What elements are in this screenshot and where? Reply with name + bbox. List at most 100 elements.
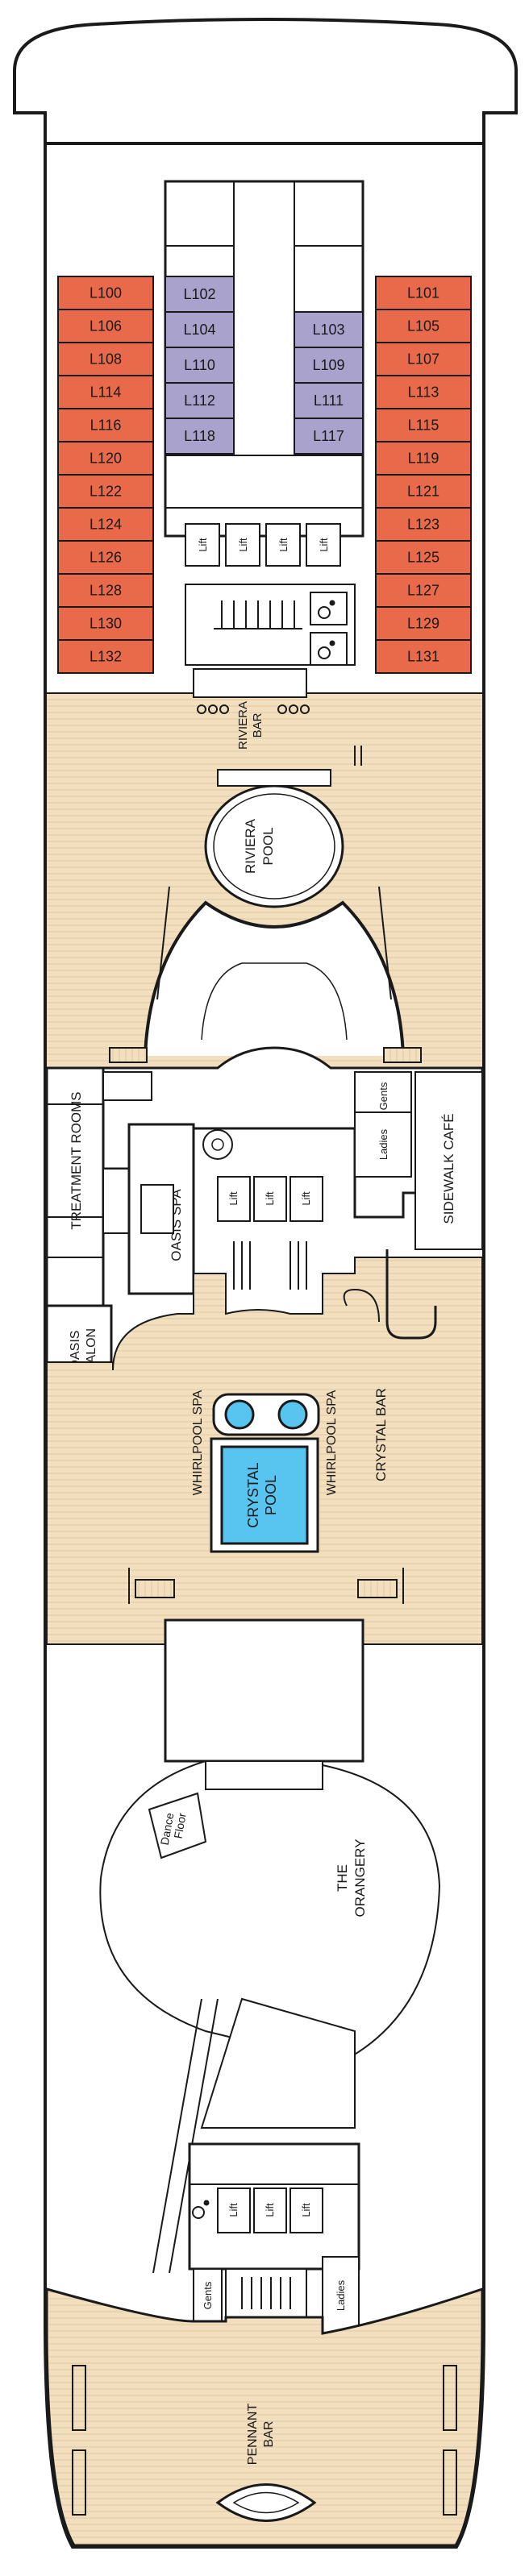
cabin-l100[interactable] [57,276,154,310]
whirlpool-spa-port[interactable] [224,1399,255,1430]
cabin-number: L105 [407,318,439,334]
riviera-bar-label-2: BAR [251,713,264,737]
orangery-label-2: ORANGERY [352,1839,368,1917]
whirlpool-spa-label-port: WHIRLPOOL SPA [191,1390,205,1495]
cabin-number: L119 [408,451,439,467]
lift-label: Lift [300,1191,312,1206]
cabin-number: L123 [407,517,439,533]
cabin-number: L127 [407,583,439,599]
funnel-casing [164,1618,364,1763]
treatment-rooms-label: TREATMENT ROOMS [69,1091,84,1229]
cabin-number: L106 [90,318,122,334]
pennant-bar-label-2: BAR [262,2421,276,2448]
crystal-bar[interactable] [385,1249,437,1340]
gents-label: Gents [377,1082,389,1110]
pennant-bar[interactable] [215,2483,317,2522]
sidewalk-cafe-label: SIDEWALK CAFÉ [441,1113,456,1224]
dance-floor[interactable] [148,1792,207,1859]
cabin-l111[interactable] [294,382,364,419]
cabin-number: L117 [313,428,344,444]
lift-label: Lift [264,1191,276,1206]
treatment-rooms[interactable] [45,1066,105,1311]
crystal-pool-label-1: CRYSTAL [245,1462,261,1527]
oasis-salon-label-1: OASIS [69,1331,82,1370]
cabin-number: L102 [183,286,215,302]
cabin-l119[interactable] [375,441,472,476]
riviera-bar[interactable] [193,668,307,698]
cabin-l103[interactable] [294,311,364,348]
riviera-pool-label-2: POOL [260,827,276,865]
cabin-l127[interactable] [375,573,472,608]
cabin-l130[interactable] [57,606,154,641]
crystal-pool[interactable] [220,1445,309,1545]
cabin-l118[interactable] [165,418,235,455]
cabin-l117[interactable] [294,418,364,455]
riviera-bar-label-1: RIVIERA [236,701,250,750]
crystal-pool-label-2: POOL [263,1475,279,1515]
cabin-number: L131 [407,649,439,665]
lift-label: Lift [227,2203,240,2217]
cabin-l114[interactable] [57,375,154,409]
cabin-number: L130 [90,616,122,632]
cabin-l120[interactable] [57,441,154,476]
cabin-l110[interactable] [165,347,235,384]
cabin-number: L109 [312,357,344,373]
riviera-pool-label-1: RIVIERA [243,818,258,874]
cabin-number: L132 [90,649,122,665]
cabin-l116[interactable] [57,408,154,442]
whirlpool-spa-starboard[interactable] [277,1399,308,1430]
crystal-bar-label: CRYSTAL BAR [373,1388,389,1481]
lift-label: Lift [277,538,289,552]
accessible-toilet-icon [318,600,335,659]
cabin-column-starboard: L101L105L107L113L115L119L121L123L125L127… [375,276,472,674]
cabin-l124[interactable] [57,507,154,542]
cabin-number: L111 [314,393,344,409]
lift-label: Lift [318,538,330,552]
orangery-label-1: THE [335,1864,350,1892]
dance-floor-label-1: Dance [158,1812,177,1847]
lift-bank-spa: Lift Lift Lift [217,1176,323,1222]
oasis-salon-label-2: SALON [85,1328,98,1372]
cabin-l126[interactable] [57,540,154,575]
cabin-l125[interactable] [375,540,472,575]
accessible-toilet-icon [192,2200,210,2219]
sidewalk-cafe[interactable] [414,1071,483,1250]
lift-label: Lift [264,2203,276,2217]
dance-floor-label-2: Floor [171,1812,188,1840]
cabin-number: L114 [90,384,122,401]
cabin-l131[interactable] [375,639,472,674]
restroom-ladies-spa[interactable] [354,1111,412,1178]
cabin-l113[interactable] [375,375,472,409]
cabin-number: L124 [90,517,122,533]
gents-aft-label: Gents [202,2281,214,2309]
cabin-number: L128 [90,583,122,599]
restroom-gents-spa[interactable] [354,1071,412,1113]
cabin-l108[interactable] [57,342,154,376]
lift-label: Lift [237,538,249,552]
cabin-l122[interactable] [57,474,154,509]
cabin-l106[interactable] [57,309,154,343]
cabin-l109[interactable] [294,347,364,384]
cabin-number: L120 [90,451,122,467]
lift-bank-forward: Lift Lift Lift Lift [185,523,341,567]
cabin-number: L121 [407,484,439,500]
cabin-l107[interactable] [375,342,472,376]
cabin-number: L107 [407,351,439,368]
riviera-wind-screen [144,900,405,1057]
cabin-l105[interactable] [375,309,472,343]
hull-outline [44,137,485,2549]
lift-label: Lift [227,1191,240,1206]
cabin-l132[interactable] [57,639,154,674]
cabin-number: L113 [408,384,439,401]
cabin-number: L112 [184,393,215,409]
cabin-number: L110 [184,357,215,373]
ladies-aft-label: Ladies [335,2279,347,2311]
cabin-column-port: L100L106L108L114L116L120L122L124L126L128… [57,276,154,674]
bow-outline [13,18,518,145]
cabin-l112[interactable] [165,382,235,419]
lift-bank-aft: Lift Lift Lift [217,2188,323,2233]
cabin-number: L104 [183,322,215,338]
